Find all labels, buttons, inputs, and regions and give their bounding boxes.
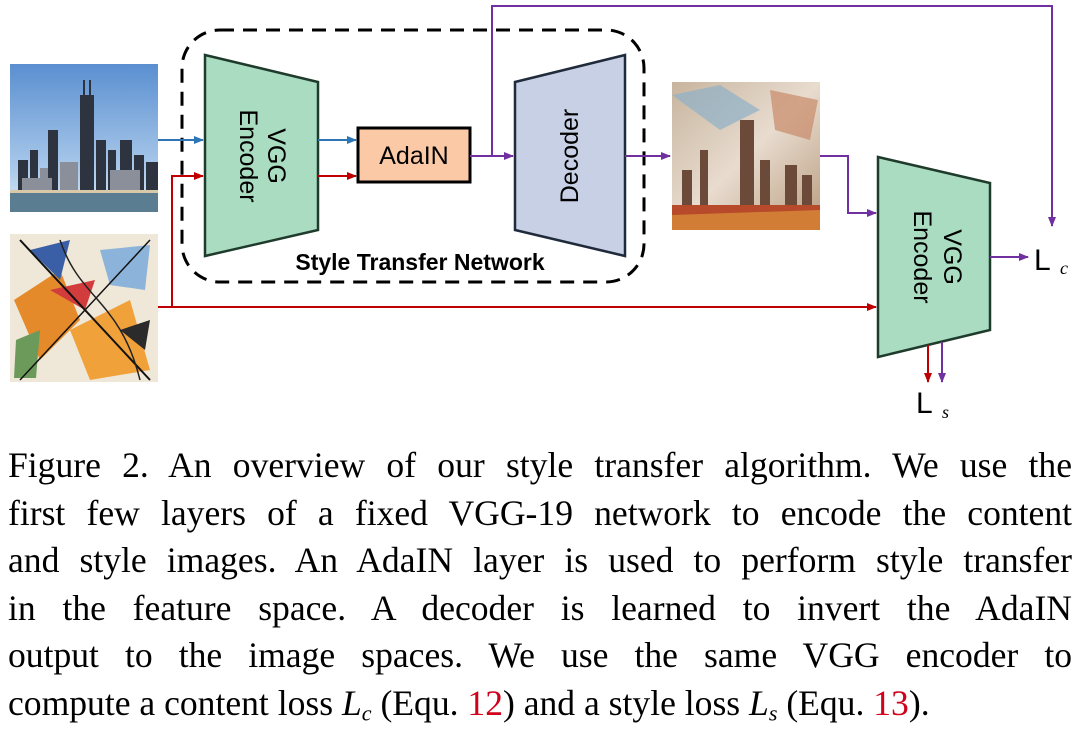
content-image: [10, 64, 158, 212]
svg-text:s: s: [942, 402, 949, 422]
right-encoder-label-encoder: Encoder: [908, 210, 936, 303]
content-loss-label: L c: [1034, 244, 1068, 278]
style-to-encoder-arrow: [158, 172, 204, 308]
style-loss-symbol: Ls: [749, 682, 778, 726]
equation-ref-13[interactable]: 13: [873, 682, 909, 723]
output-image: [672, 82, 820, 230]
adain-label: AdaIN: [379, 142, 448, 170]
equation-ref-12[interactable]: 12: [467, 682, 503, 723]
caption-line-3: and style images. An AdaIN layer is used…: [8, 540, 1072, 580]
network-label: Style Transfer Network: [295, 249, 544, 275]
svg-text:c: c: [1060, 258, 1068, 278]
decoder-label: Decoder: [556, 109, 584, 204]
style-image: [10, 234, 158, 382]
style-loss-label: L s: [916, 387, 949, 422]
right-encoder-label-vgg: VGG: [938, 229, 966, 285]
left-encoder-label-vgg: VGG: [262, 128, 290, 184]
output-to-right-encoder-arrow: [820, 155, 877, 217]
right-vgg-encoder: [876, 155, 992, 359]
caption-line-1: Figure 2. An overview of our style trans…: [8, 445, 1072, 485]
adain-to-content-loss-arrow: [491, 5, 1056, 227]
svg-text:L: L: [916, 387, 933, 420]
left-encoder-label-encoder: Encoder: [234, 109, 262, 202]
caption-line-2: first few layers of a fixed VGG-19 netwo…: [8, 492, 1072, 533]
svg-text:L: L: [1034, 244, 1051, 277]
caption-line-4: in the feature space. A decoder is learn…: [8, 587, 1072, 628]
decoder: [513, 53, 627, 258]
architecture-diagram: VGG Encoder AdaIN Decoder Style Transfer…: [10, 5, 1068, 422]
figure-caption: Figure 2. An overview of our style trans…: [8, 442, 1072, 737]
caption-line-5: output to the image spaces. We use the s…: [8, 635, 1072, 675]
content-loss-symbol: Lc: [341, 682, 372, 726]
left-vgg-encoder: [203, 53, 320, 258]
caption-line-6: compute a content loss Lc (Equ. 12) and …: [8, 682, 930, 726]
